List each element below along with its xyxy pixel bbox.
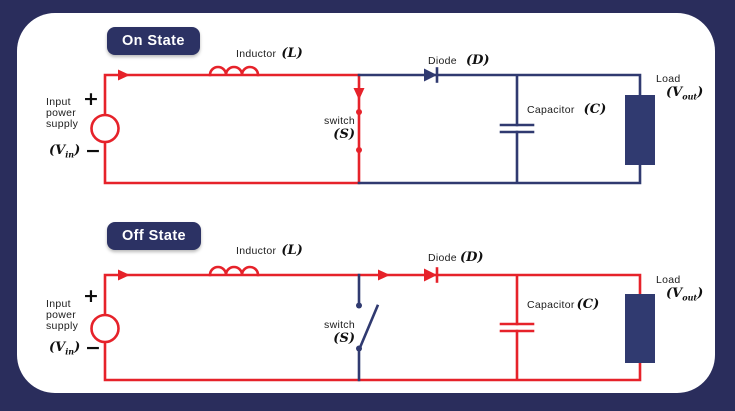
diode-symbol: (D) [465,53,490,68]
off-inductor-coil [208,265,260,277]
off-source-label: Input power supply [46,299,78,332]
source-line1: Input [46,298,71,310]
diode-name: Diode [428,55,457,67]
vout-label: (Vout) [666,286,704,303]
capacitor-name: Capacitor [527,104,575,116]
diagram-panel [17,13,715,393]
off-diode-icon [424,268,437,282]
source-line3: supply [46,118,79,130]
on-diode-label: Diode (D) [428,53,490,68]
vout-label: (Vout) [666,85,704,102]
capacitor-name: Capacitor [527,299,575,311]
capacitor-symbol: (C) [576,297,600,312]
off-capacitor-plates [499,322,535,333]
on-wire-navy [357,73,642,185]
off-switch-node-bottom [356,345,362,352]
off-capacitor-label: Capacitor (C) [527,297,599,312]
off-switch-open [357,273,380,382]
source-line2: power [46,107,77,119]
on-switch-node-bottom [356,147,362,153]
off-state-circuit [90,265,655,382]
off-vin-label: (Vin) [49,340,81,357]
inductor-name: Inductor [236,48,277,60]
on-vin-label: (Vin) [49,143,81,160]
on-inductor-label: Inductor (L) [236,46,303,61]
on-state-badge: On State [107,27,200,55]
off-switch-label: switch (S) [295,319,355,346]
source-line3: supply [46,320,79,332]
off-minus-sign: − [85,337,101,359]
off-voltage-source [90,313,120,344]
switch-name: switch [324,115,355,127]
off-load-label: Load (Vout) [656,274,703,303]
off-current-arrow2-icon [378,269,390,281]
off-diode-label: Diode (D) [428,250,484,265]
off-state-badge: Off State [107,222,202,250]
on-diode-icon [424,68,437,82]
on-inductor-coil [208,65,260,77]
on-current-arrow-icon [118,69,130,81]
inductor-name: Inductor [236,245,277,257]
on-minus-sign: − [85,140,101,162]
off-inductor-label: Inductor (L) [236,243,303,258]
on-capacitor-label: Capacitor (C) [527,102,606,117]
switch-symbol: (S) [333,331,355,346]
on-switch-node-top [356,109,362,115]
load-name: Load [656,73,681,85]
source-line1: Input [46,96,71,108]
source-line2: power [46,309,77,321]
switch-symbol: (S) [333,127,355,142]
off-switch-node-top [356,302,362,309]
off-wire-red [103,273,642,382]
on-voltage-source [90,113,120,144]
inductor-symbol: (L) [281,243,303,258]
on-source-label: Input power supply [46,97,78,130]
off-current-arrow-icon [118,269,130,281]
diode-symbol: (D) [459,250,484,265]
switch-name: switch [324,319,355,331]
on-load-block [625,95,655,165]
on-load-label: Load (Vout) [656,73,703,102]
on-state-circuit [90,65,655,185]
diode-name: Diode [428,252,457,264]
on-capacitor-plates [499,123,535,134]
off-load-block [625,294,655,363]
on-switch-label: switch (S) [295,115,355,142]
load-name: Load [656,274,681,286]
inductor-symbol: (L) [281,46,303,61]
on-switch-current-arrow-icon [353,88,365,100]
off-plus-sign: + [83,285,99,307]
on-plus-sign: + [83,88,99,110]
capacitor-symbol: (C) [583,102,607,117]
